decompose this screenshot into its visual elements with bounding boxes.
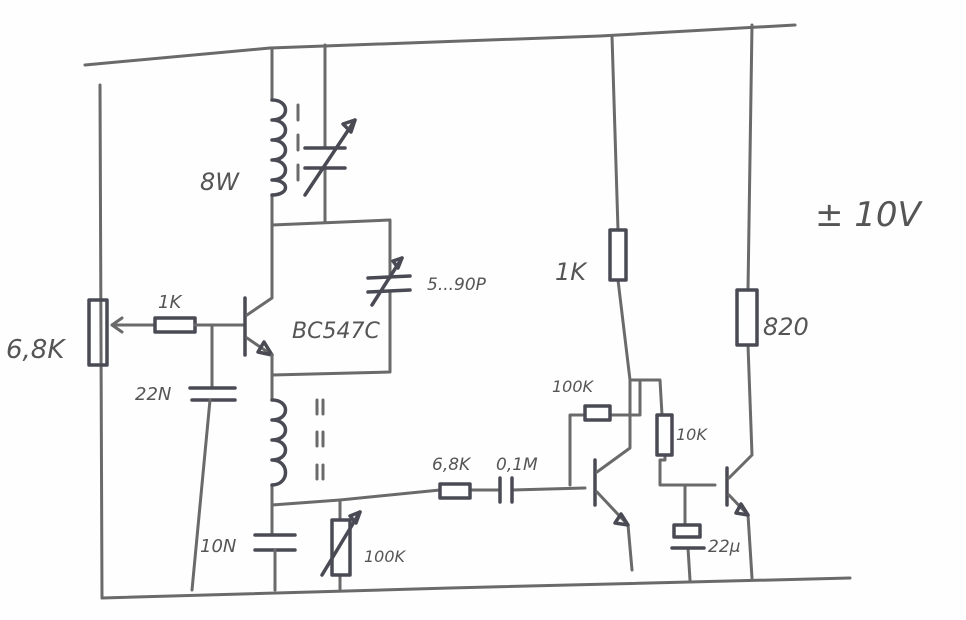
- capacitor-emitter: [253, 533, 297, 552]
- label-trimmer: 5...90P: [427, 275, 487, 295]
- inductor-emitter: [270, 398, 288, 487]
- label-emitter-resistor: 10K: [676, 425, 708, 444]
- label-emitter-pot: 100K: [364, 547, 407, 566]
- resistor-feedback: [583, 404, 612, 422]
- resistor-base: [153, 316, 197, 334]
- resistor-collector: [608, 228, 628, 282]
- inductor-main: [270, 98, 288, 197]
- capacitor-electrolytic: [670, 523, 706, 550]
- label-coil-main: 8W: [200, 168, 240, 196]
- trimmer-capacitor: [366, 256, 412, 307]
- capacitor-base: [188, 386, 237, 402]
- label-collector-resistor: 1K: [555, 258, 588, 286]
- variable-resistor-emitter: [320, 510, 362, 577]
- label-transistor-osc: BC547C: [292, 319, 380, 344]
- transistor-osc: [243, 223, 274, 357]
- label-supply: ± 10V: [815, 195, 924, 235]
- resistor-emitter: [655, 413, 674, 457]
- label-feedback-resistor: 100K: [552, 377, 595, 396]
- label-electrolytic: 22µ: [708, 537, 741, 557]
- transistor-amp: [593, 378, 634, 572]
- bottom-rail: [100, 576, 852, 600]
- left-wire: [98, 83, 104, 600]
- variable-capacitor-tank: [303, 43, 357, 224]
- resistor-output: [735, 288, 759, 347]
- label-output-resistor: 820: [763, 313, 809, 341]
- label-pot-bias: 6,8K: [6, 335, 66, 365]
- capacitor-series: [498, 476, 514, 504]
- resistor-series: [438, 482, 472, 500]
- pot-bias: [87, 298, 157, 367]
- label-base-cap: 22N: [135, 384, 171, 405]
- label-emitter-cap: 10N: [200, 536, 236, 557]
- top-rail: [83, 23, 797, 67]
- label-series-cap: 0,1M: [496, 455, 538, 475]
- label-series-resistor: 6,8K: [432, 455, 472, 475]
- label-base-resistor: 1K: [158, 292, 182, 313]
- transistor-output: [725, 398, 754, 580]
